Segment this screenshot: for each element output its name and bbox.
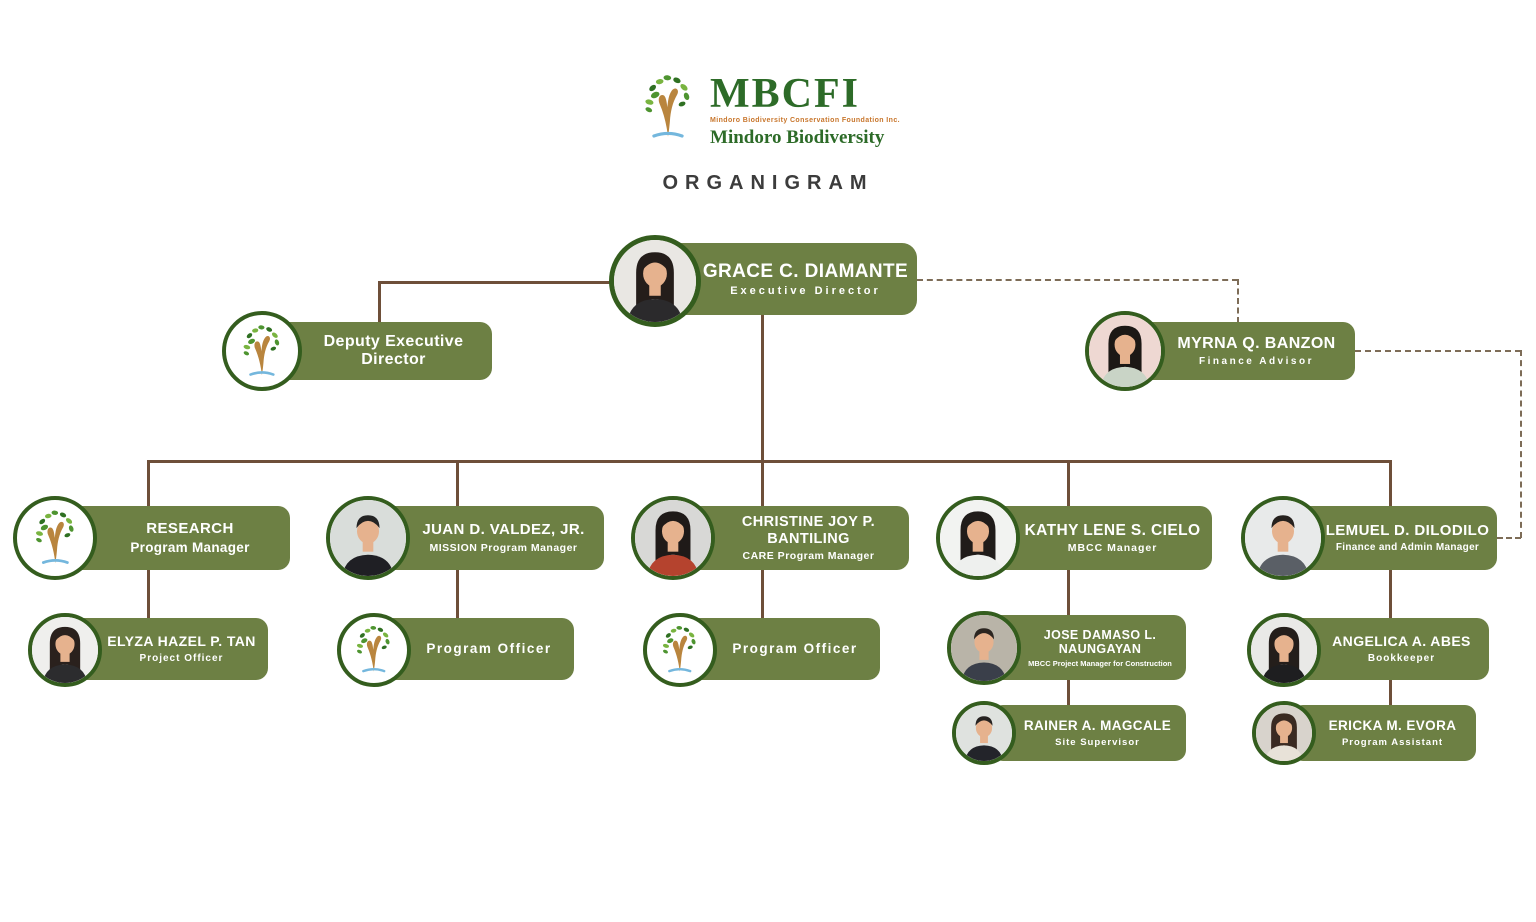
connector-line: [761, 314, 764, 649]
connector-line: [378, 281, 381, 324]
node-title: Project Officer: [139, 652, 224, 664]
node-name: NAUNGAYAN: [1058, 641, 1142, 656]
node-name: ELYZA HAZEL P. TAN: [107, 633, 256, 650]
node-name: RAINER A. MAGCALE: [1023, 718, 1172, 734]
node-name: ANGELICA A. ABES: [1332, 633, 1471, 650]
portrait-avatar: [609, 235, 701, 327]
node-plate-abes: ANGELICA A. ABES Bookkeeper: [1289, 618, 1489, 680]
node-title: MISSION Program Manager: [429, 541, 578, 554]
tree-logo-avatar-icon: [222, 311, 302, 391]
portrait-avatar: [936, 496, 1020, 580]
node-name: Program Officer: [426, 641, 552, 657]
tree-logo-icon: [636, 72, 700, 152]
node-title: Program Manager: [130, 540, 250, 556]
node-title: Program Assistant: [1341, 736, 1444, 748]
logo-tagline: Mindoro Biodiversity Conservation Founda…: [710, 116, 900, 124]
node-title: Finance and Admin Manager: [1335, 542, 1480, 554]
node-plate-valdez: JUAN D. VALDEZ, JR. MISSION Program Manag…: [372, 506, 604, 570]
node-name: GRACE C. DIAMANTE: [702, 260, 909, 282]
node-plate-tan: ELYZA HAZEL P. TAN Project Officer: [70, 618, 268, 680]
portrait-avatar: [947, 611, 1021, 685]
mbcfi-logo: MBCFI Mindoro Biodiversity Conservation …: [0, 72, 1536, 152]
connector-dashed: [1497, 537, 1521, 539]
node-plate-evora: ERICKA M. EVORA Program Assistant: [1292, 705, 1476, 761]
connector-line: [378, 281, 640, 284]
node-name: JUAN D. VALDEZ, JR.: [422, 521, 585, 539]
node-name: Program Officer: [732, 641, 858, 657]
portrait-avatar: [1247, 613, 1321, 687]
connector-line: [1389, 460, 1392, 730]
logo-acronym: MBCFI: [710, 71, 861, 118]
node-plate-po_care: Program Officer: [685, 618, 880, 680]
node-name: BANTILING: [767, 530, 850, 547]
portrait-avatar: [1241, 496, 1325, 580]
node-title: Site Supervisor: [1055, 736, 1140, 748]
node-title: MBCC Manager: [1067, 542, 1158, 555]
connector-dashed: [1520, 350, 1522, 538]
node-plate-po_mission: Program Officer: [379, 618, 574, 680]
connector-dashed: [917, 279, 1238, 281]
portrait-avatar: [952, 701, 1016, 765]
portrait-avatar: [631, 496, 715, 580]
node-name: MYRNA Q. BANZON: [1177, 335, 1336, 353]
node-plate-bantiling: CHRISTINE JOY P.BANTILING CARE Program Ma…: [677, 506, 909, 570]
node-plate-cielo: KATHY LENE S. CIELO MBCC Manager: [982, 506, 1212, 570]
tree-logo-avatar-icon: [337, 613, 411, 687]
node-name: Deputy Executive: [323, 333, 464, 351]
node-name: JOSE DAMASO L.: [1043, 627, 1157, 642]
connector-line: [1067, 460, 1070, 730]
node-name: CHRISTINE JOY P.: [741, 514, 876, 531]
node-name: RESEARCH: [146, 519, 234, 537]
tree-logo-avatar-icon: [13, 496, 97, 580]
node-name: LEMUEL D. DILODILO: [1325, 521, 1490, 539]
node-plate-magcale: RAINER A. MAGCALE Site Supervisor: [992, 705, 1186, 761]
portrait-avatar: [1085, 311, 1165, 391]
portrait-avatar: [326, 496, 410, 580]
tree-logo-avatar-icon: [643, 613, 717, 687]
portrait-avatar: [1252, 701, 1316, 765]
node-name: Director: [361, 351, 426, 368]
node-title: Executive Director: [730, 285, 881, 298]
node-name: KATHY LENE S. CIELO: [1024, 521, 1201, 539]
connector-dashed: [1355, 350, 1521, 352]
node-title: CARE Program Manager: [742, 549, 875, 562]
node-title: MBCC Project Manager for Construction: [1028, 658, 1172, 668]
node-name: ERICKA M. EVORA: [1328, 718, 1457, 734]
node-title: Bookkeeper: [1367, 652, 1436, 664]
connector-line: [147, 460, 1390, 463]
page-title: ORGANIGRAM: [662, 172, 874, 194]
node-plate-research: RESEARCH Program Manager: [60, 506, 290, 570]
connector-dashed: [1237, 279, 1239, 323]
logo-wordmark: Mindoro Biodiversity: [710, 126, 885, 148]
node-plate-naungayan: JOSE DAMASO L.NAUNGAYAN MBCC Project Mana…: [989, 615, 1186, 680]
portrait-avatar: [28, 613, 102, 687]
node-title: Finance Advisor: [1199, 355, 1314, 367]
